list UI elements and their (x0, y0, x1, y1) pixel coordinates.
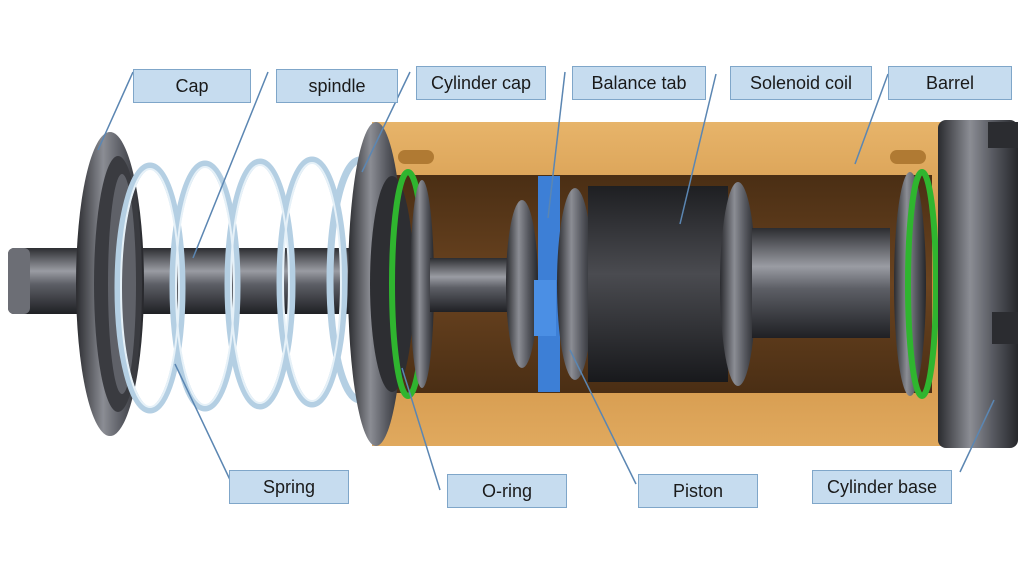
label-o-ring: O-ring (447, 474, 567, 508)
leader-lines (97, 71, 995, 491)
label-cylinder-cap: Cylinder cap (416, 66, 546, 100)
label-cap: Cap (133, 69, 251, 103)
label-cylinder-base: Cylinder base (812, 470, 952, 504)
label-solenoid-coil: Solenoid coil (730, 66, 872, 100)
label-spindle: spindle (276, 69, 398, 103)
label-spring: Spring (229, 470, 349, 504)
label-piston: Piston (638, 474, 758, 508)
label-balance-tab: Balance tab (572, 66, 706, 100)
label-barrel: Barrel (888, 66, 1012, 100)
